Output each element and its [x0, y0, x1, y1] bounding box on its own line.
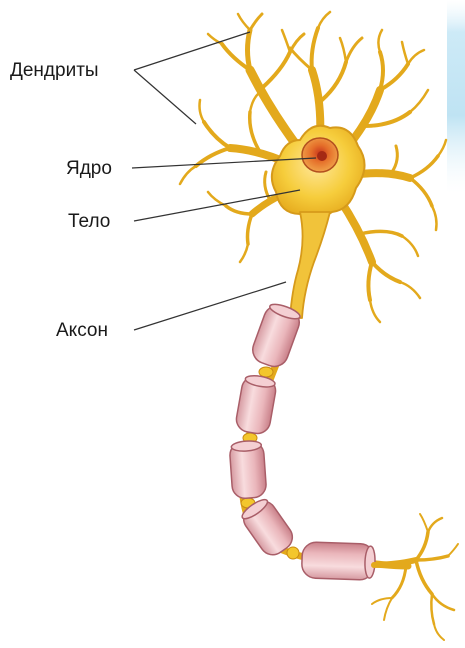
label-axon: Аксон: [56, 321, 108, 340]
axon-hillock: [290, 212, 330, 318]
nucleolus: [317, 151, 327, 161]
leader-dendrites-lower: [134, 70, 196, 124]
neuron: [180, 12, 458, 640]
myelin-sheath: [229, 301, 376, 581]
label-nucleus: Ядро: [66, 159, 112, 178]
leader-dendrites-upper: [134, 32, 250, 70]
label-body: Тело: [68, 212, 110, 231]
label-dendrites: Дендриты: [10, 61, 99, 80]
leader-body: [134, 190, 300, 221]
axon-terminals: [372, 514, 458, 640]
